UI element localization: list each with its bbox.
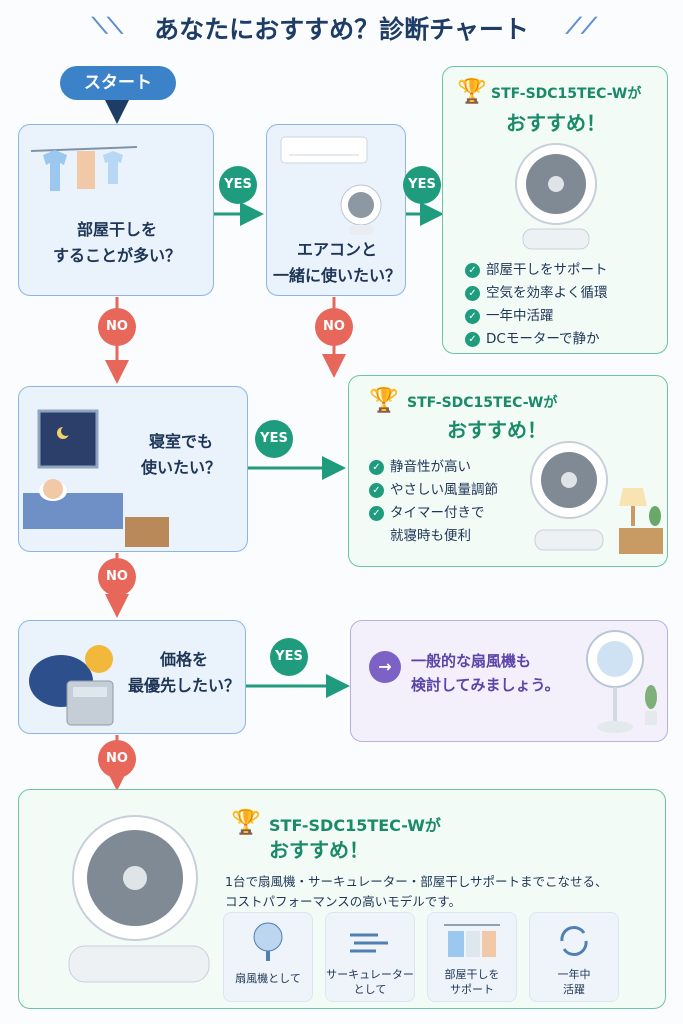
feature-item: ✓部屋干しをサポート (465, 259, 608, 282)
feature-card-laundry: 部屋干しを サポート (427, 912, 517, 1002)
yes-badge-q2: YES (403, 166, 441, 204)
fan-illustration (68, 815, 210, 983)
question-box-price: 価格を 最優先したい？ (18, 620, 246, 734)
feature-card-fan: 扇風機として (223, 912, 313, 1002)
feature-card-circulator: サーキュレーター として (325, 912, 415, 1002)
trophy-icon: 🏆 (369, 386, 399, 414)
arrow-right-icon: → (369, 651, 401, 683)
result-box-middle: 🏆 STF-SDC15TEC-Wが おすすめ！ ✓静音性が高い ✓やさしい風量調… (348, 375, 668, 567)
feature-item: ✓空気を効率よく循環 (465, 282, 608, 305)
trophy-icon: 🏆 (457, 77, 487, 105)
aircon-fan-illustration (280, 136, 382, 235)
q1-line2: することが多い？ (52, 246, 181, 265)
lamp-plant-illustration (619, 488, 663, 554)
r1-reco: おすすめ！ (506, 111, 606, 135)
title-deco-right: ⟋⟋ (566, 14, 597, 39)
feature-item: ✓静音性が高い (369, 456, 498, 479)
final-desc-2: コストパフォーマンスの高いモデルです。 (225, 894, 462, 909)
fan-illustration (515, 143, 597, 250)
feature-item: ✓一年中活躍 (465, 305, 608, 328)
q4-line1: 価格を (159, 650, 208, 669)
feature-item: 就寝時も便利 (390, 528, 471, 544)
question-box-aircon: エアコンと 一緒に使いたい？ (266, 124, 406, 296)
check-icon: ✓ (465, 309, 480, 324)
cycle-icon (560, 926, 588, 956)
r2-features: ✓静音性が高い ✓やさしい風量調節 ✓タイマー付きで 就寝時も便利 (369, 456, 498, 548)
check-icon: ✓ (369, 483, 384, 498)
result-box-top: 🏆 STF-SDC15TEC-Wが おすすめ！ ✓部屋干しをサポート ✓空気を効… (442, 66, 668, 354)
question-box-laundry: 部屋干しを することが多い？ (18, 124, 214, 296)
yes-badge-q4: YES (270, 638, 308, 676)
q2-line1: エアコンと (296, 240, 377, 259)
bedroom-illustration (23, 409, 169, 547)
final-desc-1: 1台で扇風機・サーキュレーター・部屋干しサポートまでこなせる、 (225, 874, 608, 889)
no-badge-q3: NO (98, 558, 136, 596)
r3-line2: 検討してみましょう。 (411, 676, 560, 694)
feature-card-year-round: 一年中 活躍 (529, 912, 619, 1002)
no-badge-q1: NO (98, 308, 136, 346)
check-icon: ✓ (465, 286, 480, 301)
result-box-final: 🏆 STF-SDC15TEC-Wが おすすめ！ 1台で扇風機・サーキュレーター・… (18, 789, 666, 1009)
r2-model: STF-SDC15TEC-Wが (407, 395, 558, 411)
no-badge-q2: NO (315, 308, 353, 346)
q3-line1: 寝室でも (148, 432, 213, 451)
q2-line2: 一緒に使いたい？ (272, 266, 401, 285)
trophy-icon: 🏆 (231, 808, 261, 836)
r1-features: ✓部屋干しをサポート ✓空気を効率よく循環 ✓一年中活躍 ✓DCモーターで静か (465, 259, 608, 351)
no-badge-q4: NO (98, 740, 136, 778)
q3-line2: 使いたい？ (140, 458, 221, 477)
start-pill: スタート (60, 66, 176, 100)
feature-item: ✓DCモーターで静か (465, 328, 608, 351)
standard-fan-illustration (586, 630, 657, 733)
title-deco-left: ⟍⟍ (92, 14, 123, 39)
laundry-illustration (30, 146, 138, 191)
r3-line1: 一般的な扇風機も (411, 652, 532, 670)
check-icon: ✓ (369, 460, 384, 475)
final-model: STF-SDC15TEC-Wが (269, 816, 441, 835)
fan-illustration (530, 441, 608, 551)
q1-line1: 部屋干しを (76, 220, 157, 239)
r1-model: STF-SDC15TEC-Wが (491, 86, 642, 102)
page-title: あなたにおすすめ？診断チャート (154, 15, 529, 44)
wallet-calculator-illustration (29, 645, 114, 726)
final-reco: おすすめ！ (269, 838, 369, 862)
yes-badge-q1: YES (219, 166, 257, 204)
wind-icon (350, 933, 388, 953)
check-icon: ✓ (465, 263, 480, 278)
feature-item: ✓やさしい風量調節 (369, 479, 498, 502)
question-box-bedroom: 寝室でも 使いたい？ (18, 386, 248, 552)
check-icon: ✓ (369, 506, 384, 521)
feature-item: ✓タイマー付きで (369, 502, 498, 525)
check-icon: ✓ (465, 332, 480, 347)
yes-badge-q3: YES (255, 420, 293, 458)
fan-icon (253, 922, 283, 961)
laundry-icon (444, 924, 500, 957)
r2-reco: おすすめ！ (447, 418, 547, 442)
result-box-standard-fan: → 一般的な扇風機も 検討してみましょう。 (350, 620, 668, 742)
q4-line2: 最優先したい？ (127, 676, 240, 695)
